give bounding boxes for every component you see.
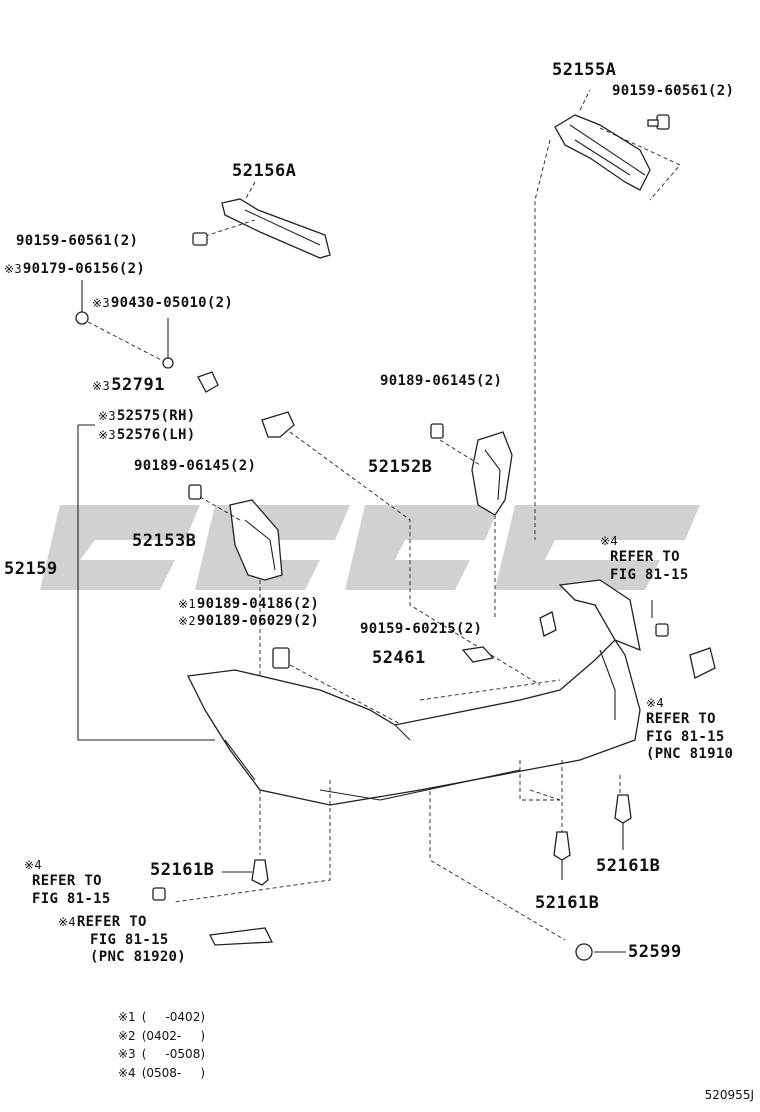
mark-4-a: ※4 xyxy=(600,534,618,548)
bolt-90159-60561-left xyxy=(192,232,208,246)
bracket-52152b xyxy=(471,431,513,516)
label-90189-04186-text: 90189-04186(2) xyxy=(196,596,320,612)
bracket-52575-52576 xyxy=(261,411,295,438)
retainer-52155a xyxy=(554,114,651,191)
bolt-90159-60215 xyxy=(539,611,557,637)
label-52161b-right: 52161B xyxy=(596,856,661,876)
bolt-90189-06145-left xyxy=(188,484,202,500)
label-90159-60561-top: 90159-60561(2) xyxy=(612,83,735,99)
legend-row-3: ※3 ( -0508) xyxy=(118,1045,205,1064)
label-90189-06145-right: 90189-06145(2) xyxy=(380,373,503,389)
clip-52161b-left xyxy=(251,859,269,886)
mark-3-a: ※3 xyxy=(4,262,22,276)
ref-left-lower-line1-text: REFER TO xyxy=(76,914,147,930)
label-52599: 52599 xyxy=(628,942,682,962)
label-52159: 52159 xyxy=(4,559,58,579)
label-52791-text: 52791 xyxy=(111,375,165,395)
ref-right-lower-line2: FIG 81-15 xyxy=(646,728,725,745)
legend-row-4: ※4 (0508- ) xyxy=(118,1064,205,1083)
mark-3-d: ※3 xyxy=(98,409,116,423)
spacer-52461 xyxy=(461,646,495,663)
label-52575-text: 52575(RH) xyxy=(116,408,196,424)
reflector-right xyxy=(689,647,716,679)
clip-52791 xyxy=(197,371,219,393)
label-52576: ※352576(LH) xyxy=(98,428,195,442)
ref-right-upper: ※4 REFER TO FIG 81-15 xyxy=(600,534,689,584)
ref-left-lower-line3: (PNC 81920) xyxy=(90,949,187,965)
legend-text-1: ( -0402) xyxy=(141,1010,206,1024)
legend-text-4: (0508- ) xyxy=(141,1065,206,1080)
nut-90430-05010 xyxy=(162,357,174,369)
plug-52599 xyxy=(575,943,593,961)
legend-text-3: ( -0508) xyxy=(141,1047,206,1062)
label-90179-06156: ※390179-06156(2) xyxy=(4,262,145,276)
mark-3-b: ※3 xyxy=(92,296,110,310)
label-90189-06029: ※290189-06029(2) xyxy=(178,614,319,628)
ref-left-lower: ※4REFER TO FIG 81-15 (PNC 81920) xyxy=(58,914,186,967)
legend-text-2: (0402- ) xyxy=(141,1028,206,1043)
mark-1: ※1 xyxy=(178,597,196,611)
label-52461: 52461 xyxy=(372,648,426,668)
bumper-cover-52159 xyxy=(187,579,641,806)
bolt-ref-right xyxy=(655,623,669,637)
clip-52161b-right xyxy=(614,794,632,824)
bracket-52153b xyxy=(229,499,283,581)
legend-mark-1: ※1 xyxy=(118,1010,136,1024)
mark-2: ※2 xyxy=(178,614,196,628)
ref-right-lower-line1: REFER TO xyxy=(646,711,716,727)
label-52155a: 52155A xyxy=(552,60,617,80)
ref-left-upper-line2: FIG 81-15 xyxy=(32,890,111,907)
legend: ※1 ( -0402) ※2 (0402- ) ※3 ( -0508) ※4 (0508… xyxy=(118,1008,205,1082)
watermark-logo xyxy=(40,505,700,590)
clip-90189-04186 xyxy=(272,647,290,669)
label-90430-05010: ※390430-05010(2) xyxy=(92,296,233,310)
mark-3-e: ※3 xyxy=(98,428,116,442)
label-52161b-center: 52161B xyxy=(535,893,600,913)
label-90159-60215: 90159-60215(2) xyxy=(360,621,483,637)
bolt-90189-06145-right xyxy=(430,423,444,439)
label-52156a: 52156A xyxy=(232,161,297,181)
label-90189-06145-left: 90189-06145(2) xyxy=(134,458,257,474)
reflector-left xyxy=(209,927,274,946)
retainer-52156a xyxy=(221,198,331,259)
label-90179-06156-text: 90179-06156(2) xyxy=(22,261,146,277)
ref-right-lower-line3: (PNC 81910 xyxy=(646,746,734,762)
mark-4-b: ※4 xyxy=(646,696,664,710)
label-52152b: 52152B xyxy=(368,457,433,477)
mark-4-d: ※4 xyxy=(58,915,76,929)
ref-left-lower-line1: ※4REFER TO xyxy=(58,914,186,932)
mark-3-c: ※3 xyxy=(92,379,111,393)
mark-4-c: ※4 xyxy=(24,858,42,872)
clip-90179-06156 xyxy=(75,311,89,325)
legend-row-2: ※2 (0402- ) xyxy=(118,1027,205,1046)
legend-mark-3: ※3 xyxy=(118,1047,136,1062)
ref-left-upper-line1: REFER TO xyxy=(32,873,102,889)
label-90189-06029-text: 90189-06029(2) xyxy=(196,613,320,629)
legend-mark-2: ※2 xyxy=(118,1028,136,1043)
label-90430-05010-text: 90430-05010(2) xyxy=(110,295,234,311)
ref-right-upper-line1: REFER TO xyxy=(610,549,680,565)
label-52791: ※352791 xyxy=(92,377,165,394)
label-52576-text: 52576(LH) xyxy=(116,427,196,443)
legend-row-1: ※1 ( -0402) xyxy=(118,1008,205,1027)
bolt-ref-left xyxy=(152,887,166,901)
diagram-id: 520955J xyxy=(704,1088,754,1102)
ref-right-lower: ※4 REFER TO FIG 81-15 (PNC 81910 xyxy=(646,696,733,764)
ref-left-lower-line2: FIG 81-15 xyxy=(90,931,169,948)
legend-mark-4: ※4 xyxy=(118,1065,136,1080)
ref-right-upper-line2: FIG 81-15 xyxy=(610,566,689,583)
label-52161b-left: 52161B xyxy=(150,860,215,880)
label-90159-60561-left: 90159-60561(2) xyxy=(16,233,139,249)
clip-52161b-center xyxy=(553,831,571,861)
label-90189-04186: ※190189-04186(2) xyxy=(178,597,319,611)
label-52153b: 52153B xyxy=(132,531,197,551)
ref-left-upper: ※4 REFER TO FIG 81-15 xyxy=(24,858,111,908)
label-52575: ※352575(RH) xyxy=(98,409,195,423)
bolt-90159-60561-top xyxy=(647,114,670,130)
